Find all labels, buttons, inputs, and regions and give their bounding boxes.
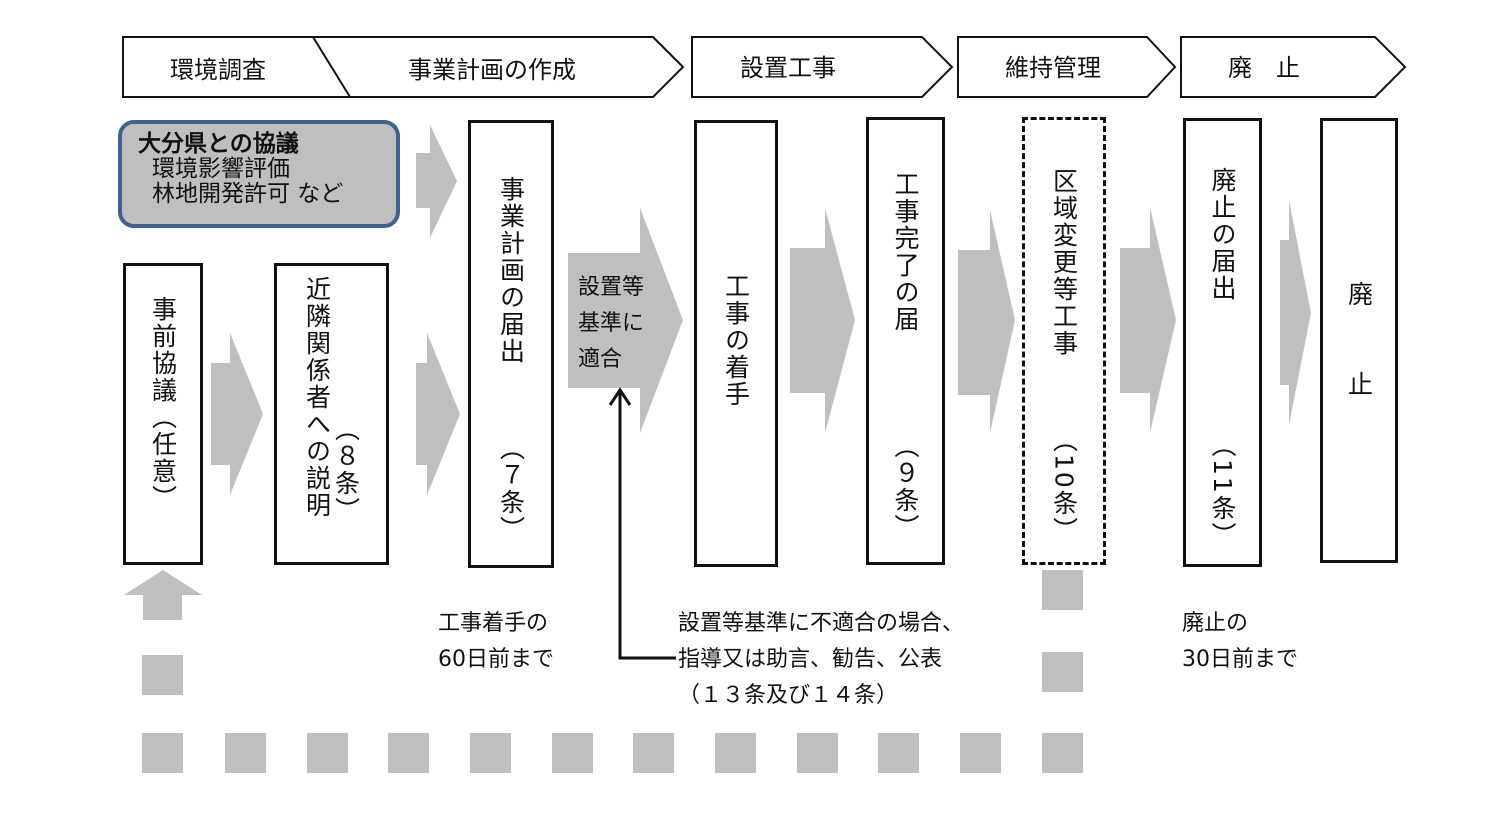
note-noncompliance: 設置等基準に不適合の場合、 指導又は助言、勧告、公表 （１３条及び１４条）: [678, 606, 964, 714]
step-plan-notification: 事業計画の届出 （７条）: [468, 120, 554, 568]
note-line: 30日前まで: [1182, 647, 1298, 672]
arrow-2: [416, 333, 460, 495]
step-abolition: 廃 止: [1320, 118, 1398, 563]
loop-dash: [225, 733, 266, 773]
consult-line: 環境影響評価: [152, 156, 290, 182]
note-line: 工事着手の: [438, 611, 549, 636]
loop-dash: [307, 733, 348, 773]
check-line: 適合: [578, 347, 623, 372]
loop-dash: [633, 733, 674, 773]
step-article: （８条）: [331, 416, 361, 524]
step-abolition-notice: 廃止の届出 （11条）: [1183, 118, 1262, 567]
arrow-1: [211, 333, 263, 495]
step-article: （７条）: [496, 434, 526, 543]
step-work-start: 工事の着手: [694, 120, 778, 567]
loop-dash: [142, 655, 183, 695]
step-article: （11条）: [1208, 431, 1237, 549]
step-label: 工事の着手: [721, 273, 751, 408]
step-pre-consultation: 事前協議（任意）: [123, 263, 203, 565]
phase-chevron-maintenance: [957, 36, 1177, 98]
note-line: 廃止の: [1182, 611, 1249, 636]
step-label: 工事完了の届: [891, 171, 920, 333]
loop-dash: [388, 733, 429, 773]
phase-chevron-construction: [691, 36, 954, 98]
phase-maintenance: 維持管理: [1005, 54, 1101, 82]
arrow-up: [124, 570, 202, 620]
check-arrow-label: 設置等 基準に 適合: [578, 270, 644, 378]
phase-abolition: 廃 止: [1228, 54, 1300, 82]
step-article: （10条）: [1049, 427, 1079, 544]
step-label: 事業計画の届出: [496, 175, 526, 365]
feedback-arrow: [608, 387, 676, 660]
step-label: 近隣関係者への説明: [302, 276, 332, 519]
note-line: 60日前まで: [438, 647, 554, 672]
phase-construction: 設置工事: [740, 54, 836, 82]
loop-dash: [1042, 652, 1083, 692]
loop-dash: [878, 733, 919, 773]
loop-dash: [552, 733, 593, 773]
phase-chevron-abolition: [1180, 36, 1407, 98]
loop-dash: [960, 733, 1001, 773]
step-label: 廃止の届出: [1208, 166, 1237, 302]
consultation-box: 大分県との協議 環境影響評価 林地開発許可 など: [118, 120, 400, 228]
loop-dash: [715, 733, 756, 773]
note-line: 設置等基準に不適合の場合、: [678, 611, 965, 636]
step-label: 区域変更等工事: [1049, 168, 1079, 358]
loop-dash: [797, 733, 838, 773]
arrow-5: [958, 210, 1015, 433]
phase-planning: 事業計画の作成: [408, 56, 576, 84]
arrow-6: [1120, 207, 1176, 433]
check-line: 基準に: [578, 311, 645, 336]
arrow-consult: [416, 125, 457, 238]
note-before-work: 工事着手の 60日前まで: [438, 606, 554, 678]
loop-dash: [470, 733, 511, 773]
loop-dash: [1042, 570, 1083, 610]
note-line: 指導又は助言、勧告、公表: [678, 647, 943, 672]
step-area-change-work: 区域変更等工事 （10条）: [1022, 117, 1106, 565]
step-neighbor-explanation: 近隣関係者への説明（８条）: [274, 263, 389, 565]
consult-line: 林地開発許可 など: [152, 181, 344, 207]
arrow-check: [568, 208, 683, 433]
arrow-7: [1280, 200, 1311, 425]
note-before-abolition: 廃止の 30日前まで: [1182, 606, 1298, 678]
arrow-4: [790, 208, 855, 433]
step-completion-notice: 工事完了の届 （９条）: [866, 117, 945, 565]
loop-dash: [1042, 733, 1083, 773]
note-line: （１３条及び１４条）: [678, 683, 899, 708]
check-line: 設置等: [578, 275, 645, 300]
step-article: （９条）: [891, 433, 920, 541]
step-label: 廃 止: [1344, 281, 1374, 416]
step-label: 事前協議（任意）: [148, 296, 178, 512]
consult-title: 大分県との協議: [138, 131, 299, 157]
loop-dash: [142, 733, 183, 773]
phase-survey: 環境調査: [170, 56, 266, 84]
phase-chevron-planning: [122, 36, 685, 98]
